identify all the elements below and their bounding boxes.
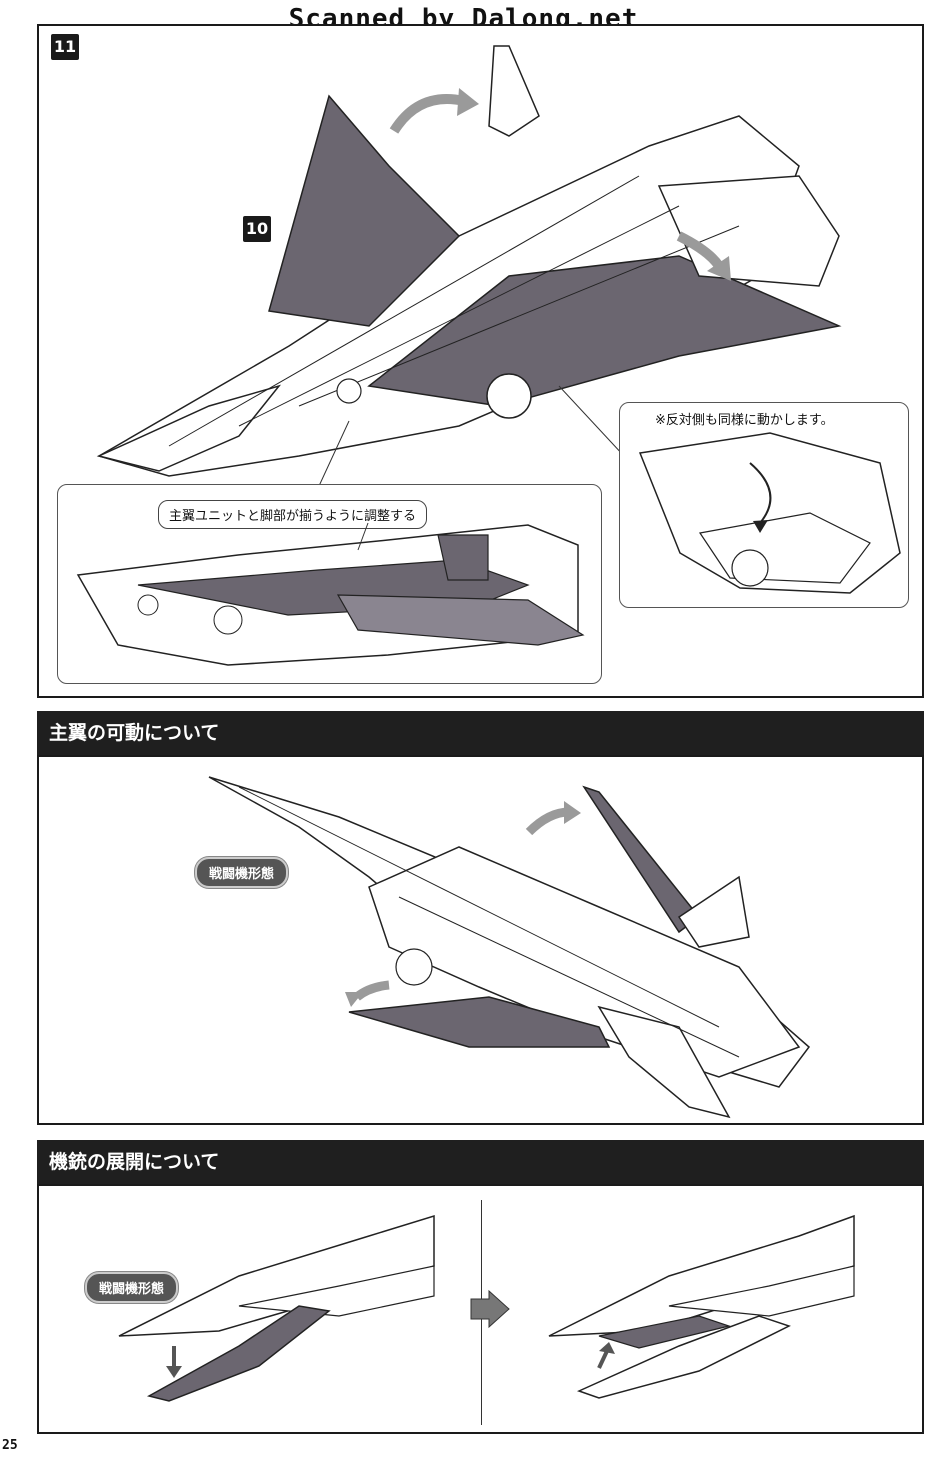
gun-section-header: 機銃の展開について bbox=[37, 1140, 924, 1184]
opposite-side-note: ※反対側も同様に動かします。 bbox=[655, 413, 834, 428]
adjust-callout: 主翼ユニットと脚部が揃うように調整する bbox=[158, 500, 428, 529]
fighter-mode-label: 戦闘機形態 bbox=[195, 857, 289, 888]
side-view-illustration bbox=[76, 522, 585, 666]
fighter-mode-label-gun: 戦闘機形態 bbox=[85, 1272, 179, 1303]
wing-articulation-illustration bbox=[208, 776, 811, 1119]
opposite-side-illustration bbox=[638, 432, 901, 594]
wing-section-panel: 戦闘機形態 bbox=[37, 755, 924, 1125]
step-badge: 11 bbox=[51, 34, 79, 60]
sub-step-badge: 10 bbox=[243, 216, 271, 242]
opposite-side-inset: ※反対側も同様に動かします。 bbox=[619, 402, 909, 608]
step-11-panel: 11 10 主翼ユニットと脚部が揃うように調整する bbox=[37, 24, 924, 698]
gun-section-panel: 戦闘機形態 bbox=[37, 1184, 924, 1434]
aircraft-top-illustration bbox=[96, 45, 842, 487]
next-step-arrow bbox=[470, 1289, 510, 1329]
page-number: 25 bbox=[2, 1438, 18, 1453]
gun-deployed-illustration bbox=[548, 1214, 855, 1399]
side-view-inset: 主翼ユニットと脚部が揃うように調整する bbox=[57, 484, 602, 684]
gun-stowed-illustration bbox=[118, 1214, 435, 1402]
wing-section-header: 主翼の可動について bbox=[37, 711, 924, 755]
